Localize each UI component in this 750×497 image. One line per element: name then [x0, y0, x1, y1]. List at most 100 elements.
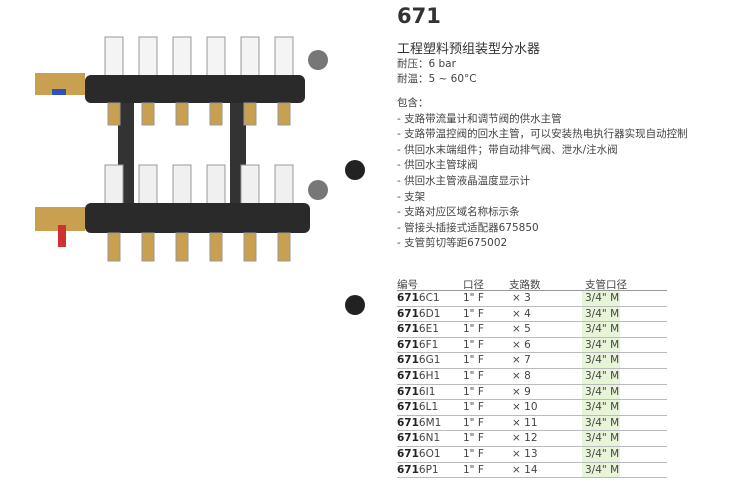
branch-cell: 3/4" M: [582, 306, 620, 322]
code-suffix: 6I1: [418, 385, 436, 398]
code-suffix: 6N1: [418, 432, 441, 445]
code-suffix: 6P1: [418, 463, 439, 476]
flowmeter-icon: [240, 164, 260, 206]
spec-pressure: 耐压：6 bar: [397, 58, 456, 70]
code-suffix: 6C1: [418, 292, 440, 304]
code-suffix: 6M1: [418, 416, 442, 429]
table-row: 6716H1 1" F × 8 3/4" M: [397, 368, 667, 385]
ways-cell: × 10: [512, 401, 538, 414]
code-series: 671: [397, 323, 419, 336]
flowmeter-icon: [274, 164, 294, 206]
code-suffix: 6H1: [418, 369, 441, 382]
code-suffix: 6G1: [418, 354, 441, 367]
size-cell: 1" F: [463, 401, 484, 414]
code-cell: 6716P1: [397, 464, 439, 476]
code-series: 671: [397, 416, 419, 429]
flowmeter-icon: [172, 164, 192, 206]
ways-cell: × 14: [512, 463, 538, 476]
code-cell: 6716O1: [397, 448, 441, 460]
code-cell: 6716E1: [397, 323, 439, 335]
branch-fitting-icon: [141, 102, 155, 126]
spec-temperature: 耐温：5 ~ 60°C: [397, 73, 477, 85]
valve-cap-icon: [274, 36, 294, 78]
table-row: 6716G1 1" F × 7 3/4" M: [397, 353, 667, 369]
ways-cell: × 12: [512, 432, 538, 445]
code-cell: 6716C1: [397, 292, 440, 304]
flowmeter-icon: [104, 164, 124, 206]
includes-item: - 支管剪切等距675002: [397, 237, 508, 250]
includes-item: - 供回水主管球阀: [397, 159, 478, 172]
branch-fitting-icon: [141, 232, 155, 262]
includes-item: - 支架: [397, 190, 426, 203]
valve-cap-icon: [104, 36, 124, 78]
ways-cell: × 11: [512, 416, 538, 429]
code-cell: 6716H1: [397, 370, 440, 382]
code-series: 671: [397, 307, 419, 320]
code-cell: 6716L1: [397, 401, 438, 413]
valve-cap-icon: [206, 36, 226, 78]
branch-cell: 3/4" M: [582, 462, 620, 478]
code-cell: 6716G1: [397, 354, 440, 366]
branch-fitting-icon: [107, 232, 121, 262]
branch-cell: 3/4" M: [582, 415, 620, 431]
header-size: 口径: [463, 279, 484, 291]
branch-cell: 3/4" M: [582, 431, 620, 446]
code-series: 671: [397, 463, 419, 476]
ways-cell: × 9: [512, 385, 531, 398]
branch-fitting-icon: [243, 232, 257, 262]
drain-cap-icon-return: [345, 295, 365, 315]
supply-manifold-bar: [85, 75, 305, 103]
branch-cell: 3/4" M: [582, 322, 620, 337]
size-cell: 1" F: [463, 369, 484, 382]
product-number: 671: [397, 4, 441, 28]
manifold-product-image: [35, 36, 365, 315]
size-cell: 1" F: [463, 447, 484, 460]
flowmeter-icon: [138, 164, 158, 206]
branch-fitting-icon: [243, 102, 257, 126]
includes-item: - 管接头插接式适配器675850: [397, 221, 539, 234]
includes-item: - 支路带温控阀的回水主管，可以安装热电执行器实现自动控制: [397, 128, 688, 141]
includes-item: - 供回水主管液晶温度显示计: [397, 174, 531, 187]
drain-cap-icon: [345, 160, 365, 180]
branch-fitting-icon: [175, 232, 189, 262]
product-name: 工程塑料预组装型分水器: [397, 42, 541, 57]
branch-cell: 3/4" M: [582, 291, 620, 306]
code-suffix: 6E1: [418, 323, 439, 336]
header-code: 编号: [397, 279, 418, 291]
table-row: 6716L1 1" F × 10 3/4" M: [397, 400, 667, 416]
branch-cell: 3/4" M: [582, 337, 620, 353]
return-manifold-bar: [85, 203, 310, 233]
code-cell: 6716D1: [397, 308, 440, 320]
code-cell: 6716M1: [397, 417, 441, 429]
size-cell: 1" F: [463, 338, 484, 351]
code-series: 671: [397, 401, 419, 414]
size-cell: 1" F: [463, 307, 484, 320]
includes-item: - 支路对应区域名称标示条: [397, 206, 520, 219]
code-suffix: 6L1: [418, 401, 439, 414]
air-vent-icon-return: [308, 180, 328, 200]
code-cell: 6716N1: [397, 432, 440, 444]
table-row: 6716F1 1" F × 6 3/4" M: [397, 337, 667, 354]
size-cell: 1" F: [463, 323, 484, 336]
ways-cell: × 7: [512, 354, 531, 367]
branch-fitting-icon: [209, 232, 223, 262]
branch-fitting-icon: [277, 102, 291, 126]
size-cell: 1" F: [463, 354, 484, 367]
includes-heading: 包含：: [397, 97, 429, 109]
size-cell: 1" F: [463, 385, 484, 398]
size-cell: 1" F: [463, 416, 484, 429]
table-header: 编号 口径 支路数 支管口径: [397, 276, 667, 291]
branch-cell: 3/4" M: [582, 400, 620, 415]
table-row: 6716E1 1" F × 5 3/4" M: [397, 322, 667, 338]
header-branch: 支管口径: [585, 279, 627, 291]
table-row: 6716D1 1" F × 4 3/4" M: [397, 306, 667, 323]
blue-handle-icon: [52, 89, 66, 95]
includes-list: 包含： - 支路带流量计和调节阀的供水主管- 支路带温控阀的回水主管，可以安装热…: [397, 96, 688, 252]
size-cell: 1" F: [463, 292, 484, 304]
supply-ball-valve: [35, 73, 85, 95]
code-cell: 6716I1: [397, 386, 435, 398]
branch-fitting-icon: [107, 102, 121, 126]
size-cell: 1" F: [463, 463, 484, 476]
table-row: 6716P1 1" F × 14 3/4" M: [397, 462, 667, 479]
